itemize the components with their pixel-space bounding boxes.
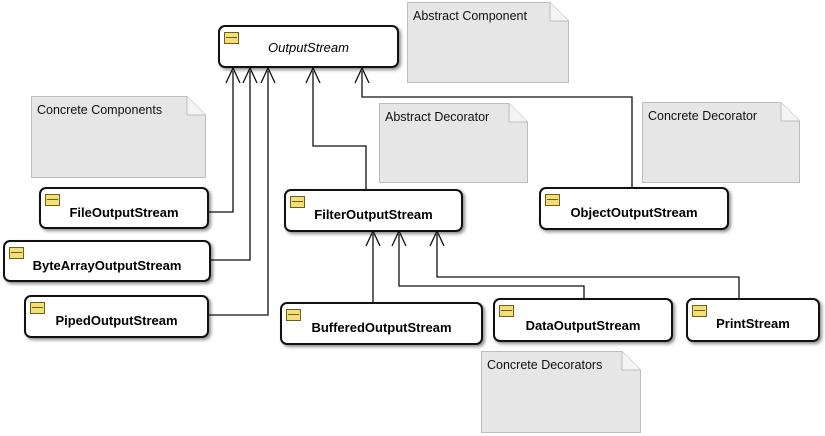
- connector-piped-output-stream: [208, 71, 269, 316]
- note-concrete-decorator: Concrete Decorator: [642, 102, 800, 183]
- class-data-output-stream[interactable]: DataOutputStream: [493, 298, 673, 342]
- note-label: Abstract Component: [413, 9, 527, 23]
- class-buffered-output-stream[interactable]: BufferedOutputStream: [280, 302, 483, 345]
- class-object-output-stream[interactable]: ObjectOutputStream: [539, 187, 729, 230]
- note-concrete-components: Concrete Components: [31, 96, 206, 178]
- note-label: Concrete Components: [37, 103, 163, 117]
- arrowhead-object: [354, 66, 370, 84]
- note-label: Concrete Decorator: [648, 109, 758, 123]
- class-name: FileOutputStream: [69, 205, 179, 220]
- class-filter-output-stream[interactable]: FilterOutputStream: [284, 189, 463, 232]
- note-shape: [407, 2, 569, 83]
- class-icon: [224, 32, 239, 44]
- class-piped-output-stream[interactable]: PipedOutputStream: [24, 295, 209, 338]
- note-label: Abstract Decorator: [385, 110, 490, 124]
- note-abstract-component: Abstract Component: [407, 2, 569, 83]
- class-icon: [692, 305, 707, 317]
- note-shape: [642, 102, 800, 183]
- class-name: ObjectOutputStream: [570, 205, 698, 220]
- note-shape: [481, 351, 641, 433]
- connector-byte-array-output-stream: [210, 71, 251, 261]
- connector-file-output-stream: [208, 71, 234, 213]
- connector-filter-output-stream: [312, 71, 367, 190]
- class-icon: [545, 194, 560, 206]
- note-shape: [31, 96, 206, 178]
- arrowhead-filter: [305, 66, 321, 84]
- connector-object-output-stream: [361, 71, 633, 187]
- class-file-output-stream[interactable]: FileOutputStream: [39, 187, 209, 229]
- class-icon: [286, 309, 301, 321]
- class-icon: [9, 247, 24, 259]
- class-icon: [290, 196, 305, 208]
- note-abstract-decorator: Abstract Decorator: [379, 103, 528, 183]
- class-name: PrintStream: [716, 316, 790, 331]
- class-output-stream[interactable]: OutputStream: [218, 25, 399, 68]
- class-byte-array-output-stream[interactable]: ByteArrayOutputStream: [3, 240, 211, 282]
- note-shape: [379, 103, 528, 183]
- arrowhead-file: [225, 66, 241, 84]
- connector-data-output-stream: [398, 234, 585, 298]
- arrowhead-piped: [260, 66, 276, 84]
- class-print-stream[interactable]: PrintStream: [686, 298, 820, 342]
- class-name: DataOutputStream: [525, 318, 641, 333]
- arrowhead-byte-array: [242, 66, 258, 84]
- class-icon: [499, 305, 514, 317]
- note-label: Concrete Decorators: [487, 358, 603, 372]
- class-name: PipedOutputStream: [55, 313, 178, 328]
- class-name: BufferedOutputStream: [311, 320, 452, 335]
- class-icon: [30, 302, 45, 314]
- class-name: OutputStream: [268, 40, 349, 55]
- connector-print-stream: [436, 234, 740, 298]
- class-name: ByteArrayOutputStream: [32, 258, 182, 273]
- note-concrete-decorators: Concrete Decorators: [481, 351, 641, 433]
- class-icon: [45, 194, 60, 206]
- class-name: FilterOutputStream: [314, 207, 433, 222]
